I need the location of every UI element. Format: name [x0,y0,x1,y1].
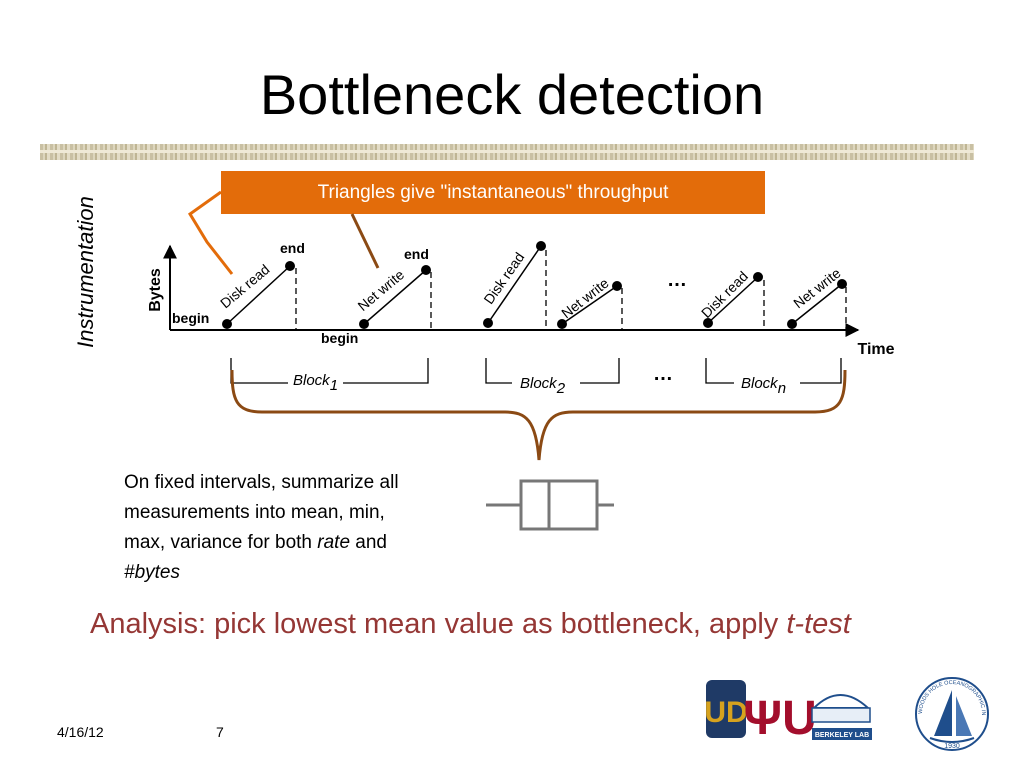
begin-point [557,319,567,329]
svg-text:BERKELEY LAB: BERKELEY LAB [815,732,869,739]
callout-leader-left [187,190,234,275]
end-label-1: end [280,240,305,256]
footer-date: 4/16/12 [57,724,104,740]
summary-brace [230,369,847,461]
desc-line-1: On fixed intervals, summarize all [124,472,399,493]
segment-label: Disk read [217,261,273,311]
end-label-2: end [404,246,429,262]
end-point [285,261,295,271]
segment-label: Disk read [480,249,527,307]
segment-net-write-1: Net write [354,265,432,330]
block-label-1: Block1 [293,372,338,394]
summary-description: On fixed intervals, summarize all measur… [124,468,474,588]
block-label-2: Block2 [520,375,566,397]
segment-label: Net write [558,275,612,322]
begin-label-1: begin [172,310,209,326]
segment-disk-read-2: Disk read [480,241,547,330]
begin-label-2: begin [321,330,358,346]
ellipsis-top: … [667,269,687,291]
y-axis-label: Bytes [147,268,164,312]
block-range-n [705,358,842,384]
title-divider [40,144,974,160]
callout-leader-middle [350,213,380,269]
end-point [421,265,431,275]
begin-point [703,318,713,328]
block-range-2 [485,358,620,384]
callout-box: Triangles give "instantaneous" throughpu… [221,171,765,214]
slide-title: Bottleneck detection [259,63,765,126]
segment-net-write-3: Net write [787,265,847,330]
svg-text:1930: 1930 [944,743,960,750]
x-axis-label: Time [857,341,894,358]
boxplot-icon [486,479,614,531]
begin-point [483,318,493,328]
end-point [753,272,763,282]
desc-line-2: measurements into mean, min, [124,502,385,523]
begin-point [787,319,797,329]
block-label-n: Blockn [741,375,786,397]
analysis-statement: Analysis: pick lowest mean value as bott… [90,608,851,640]
ellipsis-bottom: … [653,363,673,385]
end-point [837,279,847,289]
segment-disk-read-3: Disk read [698,268,765,330]
desc-line-4: #bytes [124,562,180,583]
page-number: 7 [216,724,224,740]
ud-logo: UD [704,680,748,738]
svg-text:ΨU: ΨU [743,692,817,745]
end-point [536,241,546,251]
end-point [612,281,622,291]
begin-point [222,319,232,329]
begin-point [359,319,369,329]
segment-net-write-2: Net write [557,275,623,330]
institution-logos: UD ΨU BERKELEY LAB 1930 WOODS HOLE OCEAN… [700,676,989,751]
svg-text:UD: UD [704,696,747,729]
segment-label: Net write [354,266,407,314]
segment-label: Disk read [698,268,751,321]
iu-logo: ΨU [743,692,817,745]
desc-line-3: max, variance for both rate and [124,532,387,553]
berkeley-lab-logo: BERKELEY LAB [811,694,872,740]
